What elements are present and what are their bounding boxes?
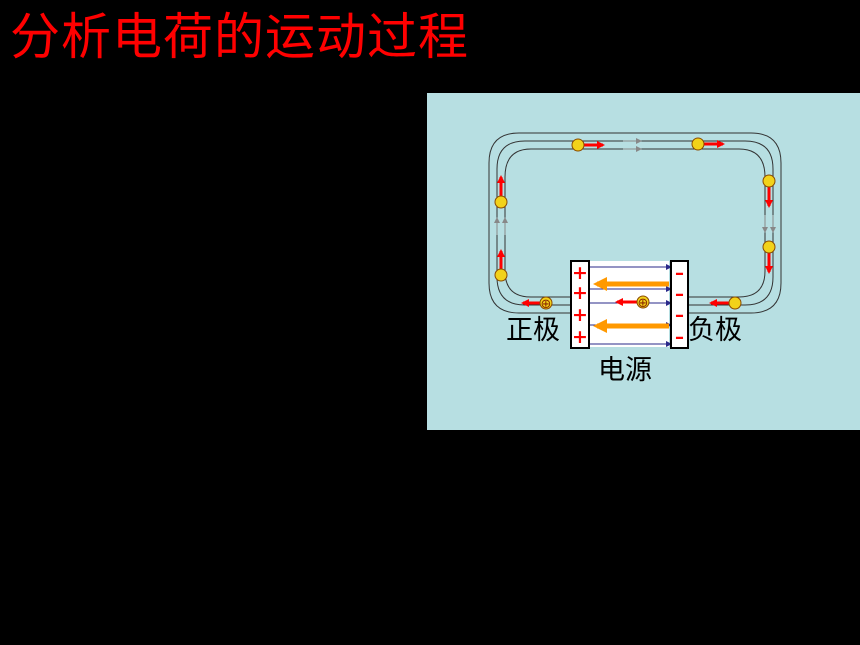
charge-in-source: ⊕: [615, 295, 650, 311]
page-title: 分析电荷的运动过程: [10, 8, 469, 66]
minus-sign: –: [675, 327, 684, 348]
positive-charge: [728, 296, 742, 310]
positive-charge: [762, 174, 776, 188]
circuit-diagram: ++++ –––– ⊕ ⊕: [427, 93, 860, 430]
circuit-diagram-panel: ++++ –––– ⊕ ⊕: [427, 93, 860, 430]
minus-sign: –: [675, 263, 684, 284]
wire-loop-outer: [488, 132, 782, 314]
negative-pole-label: 负极: [688, 315, 742, 346]
plus-sign: +: [572, 304, 588, 326]
positive-charge: [571, 138, 585, 152]
positive-charge: [494, 195, 508, 209]
negative-plate: [670, 260, 689, 349]
source-interior: [589, 261, 669, 347]
positive-charge: [762, 240, 776, 254]
positive-plate-symbols: ++++: [572, 262, 588, 348]
minus-sign: –: [675, 284, 684, 305]
plus-sign: +: [572, 326, 588, 348]
faded-arrows: [494, 138, 776, 235]
charge-near-positive: ⊕: [521, 296, 553, 312]
charge-symbol: ⊕: [541, 297, 552, 312]
minus-sign: –: [675, 305, 684, 326]
positive-charge: [691, 137, 705, 151]
plus-sign: +: [572, 282, 588, 304]
power-source-label: 电源: [598, 355, 652, 386]
charge-symbol: ⊕: [638, 296, 649, 311]
positive-pole-label: 正极: [506, 315, 560, 346]
positive-charge: [636, 295, 650, 309]
force-arrows: [593, 277, 669, 333]
negative-plate-symbols: ––––: [675, 263, 684, 348]
positive-charge: [539, 296, 553, 310]
positive-plate: [570, 260, 590, 349]
wire-charges: [494, 137, 776, 310]
positive-charge: [494, 268, 508, 282]
plus-sign: +: [572, 262, 588, 284]
